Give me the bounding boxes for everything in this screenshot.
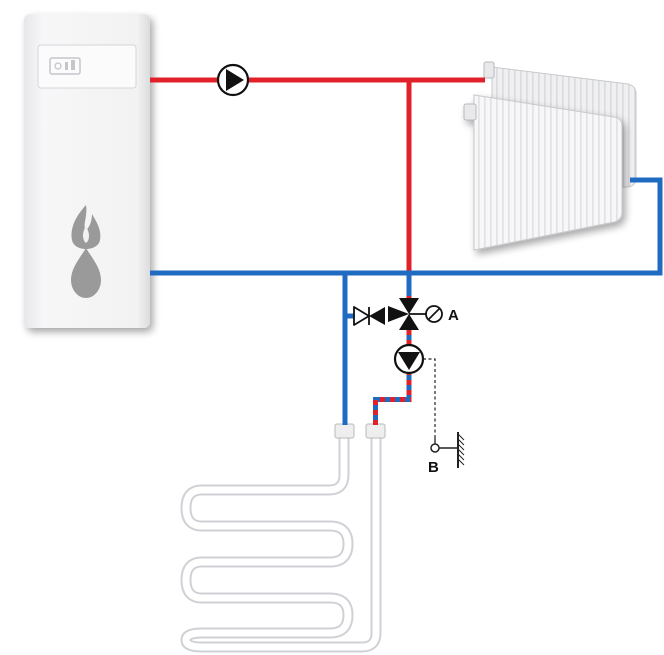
mixing-valve-label: A bbox=[448, 307, 459, 324]
floor-circuit-pump-icon bbox=[393, 343, 425, 375]
radiator-front-valve bbox=[463, 103, 477, 121]
sensor-signal-line bbox=[423, 358, 436, 438]
return-pipes bbox=[150, 177, 663, 425]
temperature-sensor-label: B bbox=[428, 459, 439, 476]
boiler-control-panel bbox=[37, 44, 137, 89]
flame-inner bbox=[83, 226, 89, 243]
floor-loop-return-fitting bbox=[334, 423, 355, 439]
valve-actuator-icon bbox=[425, 305, 443, 323]
radiator-back-valve bbox=[483, 61, 495, 79]
boiler-logo-icon bbox=[49, 57, 81, 75]
circulation-pump-icon bbox=[216, 63, 250, 97]
floor-loop-supply-fitting bbox=[365, 423, 386, 439]
flame-icon bbox=[71, 205, 101, 249]
mixed-pipes bbox=[373, 325, 412, 425]
supply-pipes bbox=[150, 77, 485, 300]
check-valve-icon bbox=[353, 306, 385, 326]
boiler bbox=[24, 14, 150, 328]
temperature-sensor-icon bbox=[430, 432, 465, 468]
oil-drop-icon bbox=[71, 248, 101, 298]
underfloor-heating-loop bbox=[180, 423, 386, 653]
radiators bbox=[463, 61, 637, 251]
three-way-valve-icon bbox=[388, 298, 426, 330]
radiator-front bbox=[463, 94, 623, 251]
